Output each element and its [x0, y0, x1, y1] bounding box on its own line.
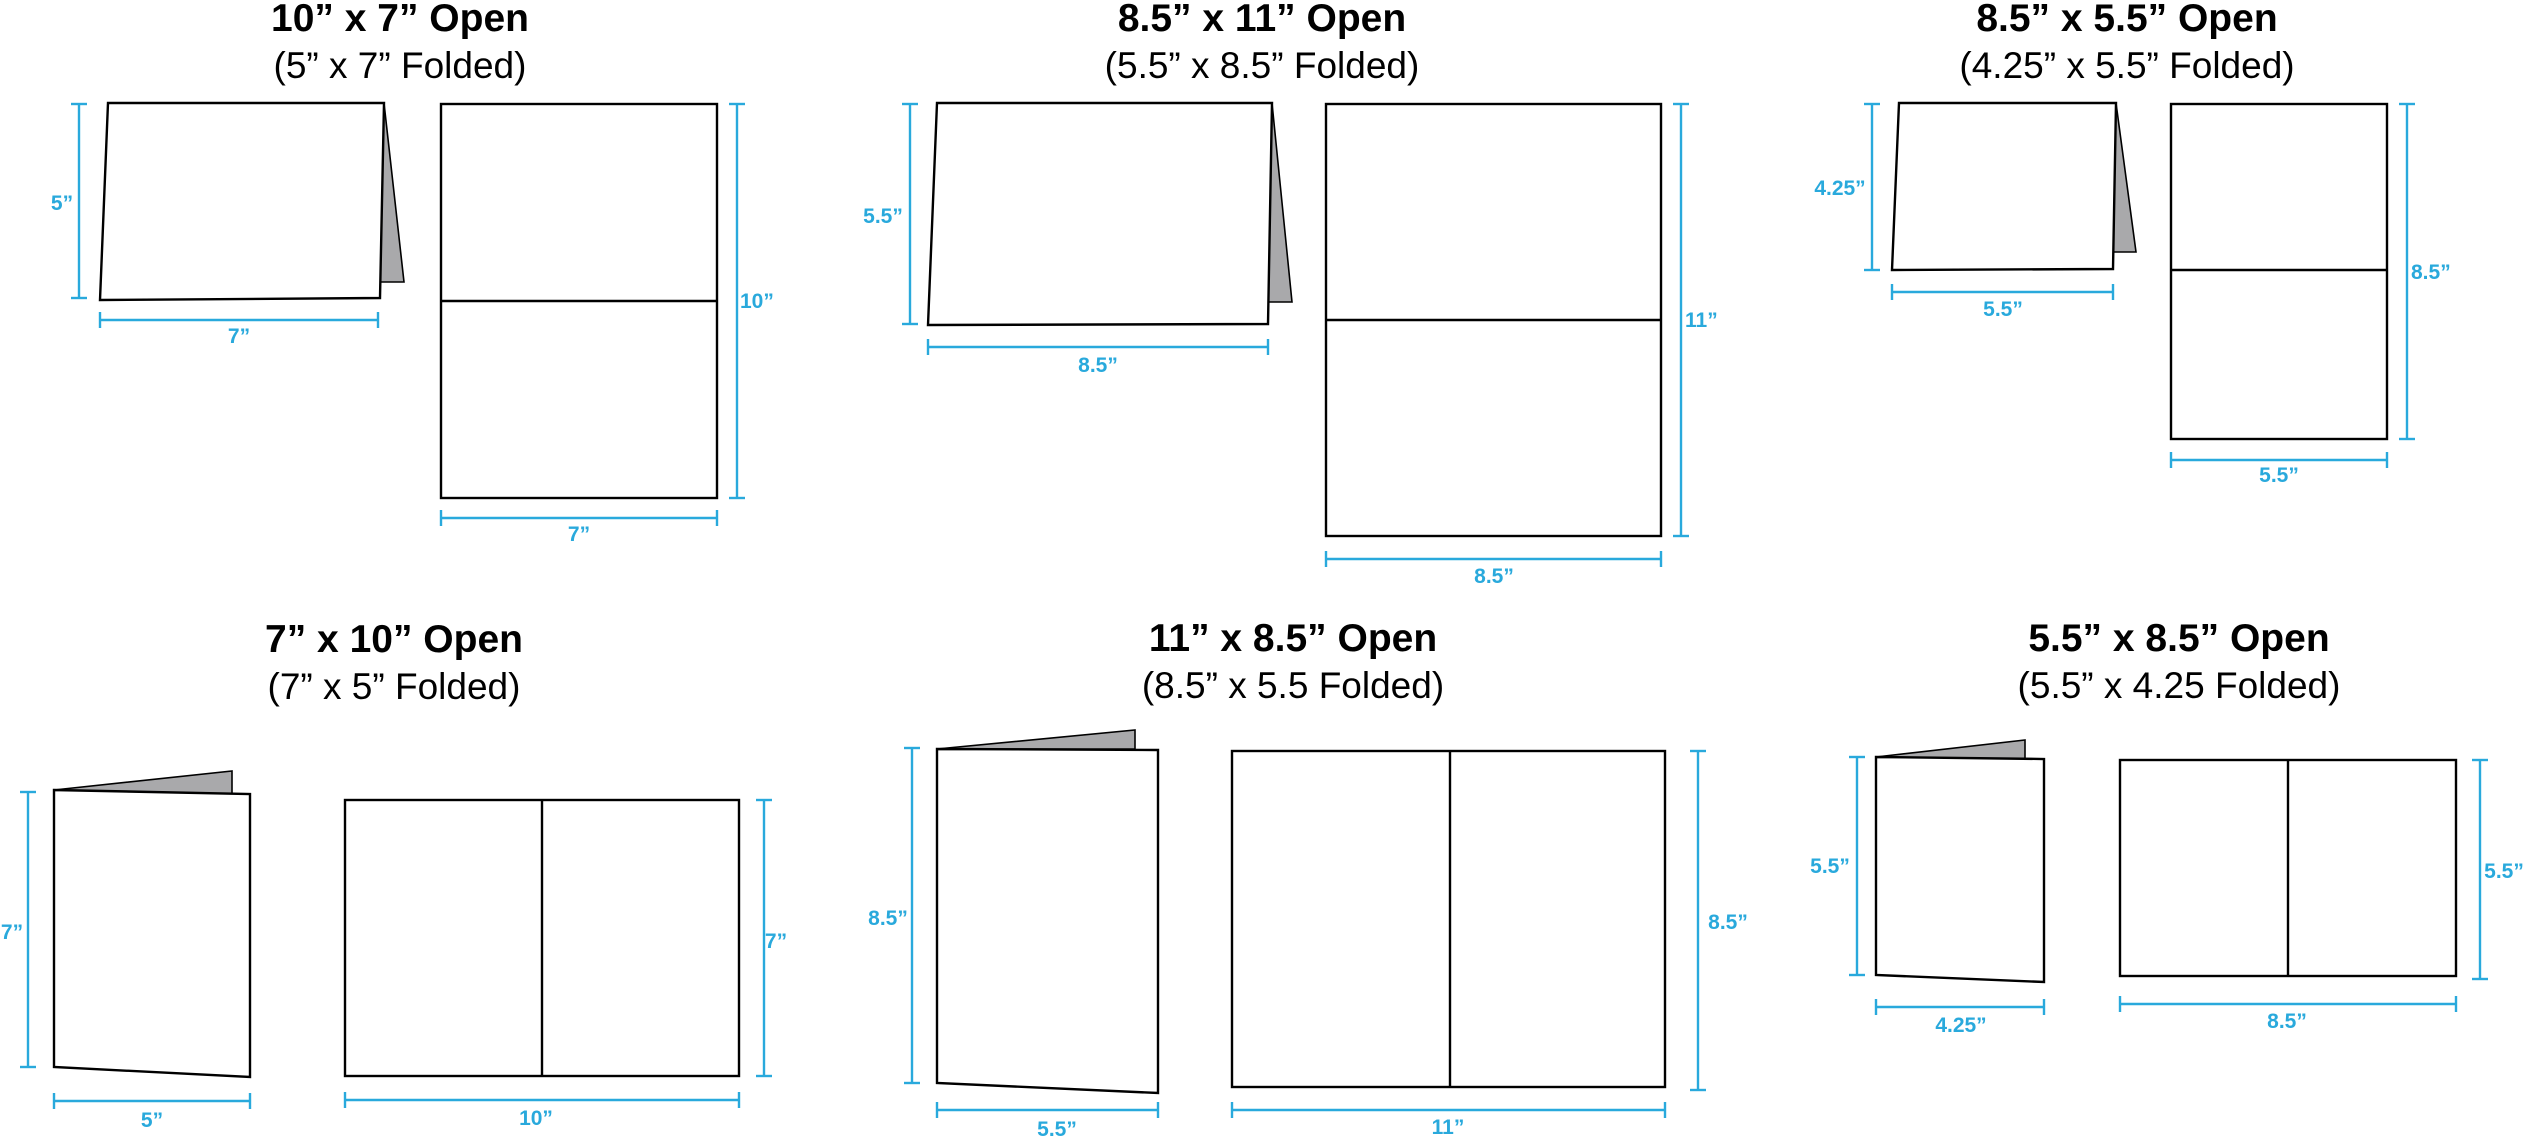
open-card: [439, 102, 719, 500]
height-dimension: 7”: [756, 798, 787, 1078]
width-dimension: 5.5”: [2169, 452, 2389, 487]
dimension-label: 8.5”: [1474, 565, 1514, 588]
open-sheet: [1230, 749, 1667, 1089]
dimension-label: 8.5”: [868, 907, 908, 930]
height-dimension: 7”: [1, 790, 36, 1069]
dimension-label: 7”: [765, 930, 787, 953]
panel-subtitle: (4.25” x 5.5” Folded): [1959, 45, 2294, 86]
front-cover: [52, 788, 252, 1079]
dimension-label: 7”: [568, 523, 590, 546]
open-card: [1324, 102, 1663, 538]
folded-card: [98, 101, 405, 302]
height-dimension: 5.5”: [1810, 755, 1865, 977]
dimension-label: 5.5”: [1983, 298, 2023, 321]
open-card: [2118, 758, 2458, 978]
panel-7x10: 7” x 10” Open (7” x 5” Folded) 7” 5” 7”: [1, 618, 787, 1132]
panel-subtitle: (5” x 7” Folded): [274, 45, 527, 86]
width-dimension: 5.5”: [935, 1102, 1160, 1137]
folded-card: [935, 729, 1160, 1095]
panel-subtitle: (5.5” x 4.25 Folded): [2018, 665, 2341, 706]
panel-10x7: 10” x 7” Open (5” x 7” Folded) 5” 7” 10”: [51, 0, 774, 546]
panel-8-5x11: 8.5” x 11” Open (5.5” x 8.5” Folded) 5.5…: [863, 0, 1718, 588]
width-dimension: 8.5”: [2118, 996, 2458, 1033]
width-dimension: 4.25”: [1874, 999, 2046, 1037]
open-sheet: [2169, 102, 2389, 441]
width-dimension: 8.5”: [926, 339, 1270, 377]
dimension-label: 8.5”: [2267, 1010, 2307, 1033]
panel-title: 5.5” x 8.5” Open: [2028, 617, 2329, 660]
panel-11x8-5: 11” x 8.5” Open (8.5” x 5.5 Folded) 8.5”…: [868, 617, 1748, 1137]
width-dimension: 5.5”: [1890, 284, 2115, 321]
panel-title: 8.5” x 5.5” Open: [1976, 0, 2277, 40]
dimension-label: 5”: [51, 192, 73, 215]
dimension-label: 5.5”: [2484, 860, 2524, 883]
dimension-label: 11”: [1432, 1116, 1465, 1137]
panel-subtitle: (7” x 5” Folded): [268, 666, 521, 707]
width-dimension: 7”: [439, 510, 719, 546]
front-cover: [935, 747, 1160, 1095]
open-card: [1230, 749, 1667, 1089]
height-dimension: 11”: [1673, 102, 1718, 538]
height-dimension: 5.5”: [863, 102, 918, 326]
folded-card: [926, 101, 1293, 327]
dimension-label: 7”: [1, 921, 23, 944]
back-flap: [936, 729, 1136, 750]
dimension-label: 5.5”: [1037, 1118, 1077, 1137]
dimension-label: 11”: [1685, 309, 1718, 332]
panel-title: 11” x 8.5” Open: [1149, 617, 1437, 660]
height-dimension: 8.5”: [1690, 749, 1748, 1092]
width-dimension: 7”: [98, 312, 380, 348]
width-dimension: 5”: [52, 1093, 252, 1132]
open-card: [2169, 102, 2389, 441]
height-dimension: 8.5”: [868, 746, 920, 1085]
panel-title: 8.5” x 11” Open: [1118, 0, 1406, 40]
height-dimension: 5”: [51, 102, 87, 300]
dimension-label: 10”: [740, 290, 774, 313]
dimension-label: 5.5”: [863, 205, 903, 228]
dimension-label: 7”: [228, 325, 250, 348]
height-dimension: 8.5”: [2399, 102, 2451, 441]
panel-subtitle: (8.5” x 5.5 Folded): [1142, 665, 1444, 706]
folded-card: [52, 770, 252, 1079]
panel-subtitle: (5.5” x 8.5” Folded): [1105, 45, 1420, 86]
dimension-label: 5.5”: [2259, 464, 2299, 487]
panel-5-5x8-5: 5.5” x 8.5” Open (5.5” x 4.25 Folded) 5.…: [1810, 617, 2524, 1037]
open-card: [343, 798, 741, 1078]
front-cover: [1890, 101, 2118, 272]
front-cover: [1874, 755, 2046, 984]
width-dimension: 8.5”: [1324, 551, 1663, 588]
height-dimension: 10”: [729, 102, 774, 500]
folded-card: [1890, 101, 2137, 272]
width-dimension: 10”: [343, 1092, 741, 1130]
panel-8-5x5-5: 8.5” x 5.5” Open (4.25” x 5.5” Folded) 4…: [1814, 0, 2450, 487]
dimension-label: 10”: [519, 1107, 553, 1130]
dimension-label: 8.5”: [2411, 261, 2451, 284]
height-dimension: 5.5”: [2472, 758, 2524, 981]
folded-card: [1874, 739, 2046, 984]
panel-title: 10” x 7” Open: [271, 0, 529, 40]
dimension-label: 8.5”: [1708, 911, 1748, 934]
dimension-label: 4.25”: [1814, 177, 1865, 200]
front-cover: [926, 101, 1274, 327]
height-dimension: 4.25”: [1814, 102, 1880, 272]
dimension-label: 8.5”: [1078, 354, 1118, 377]
dimension-label: 4.25”: [1935, 1014, 1986, 1037]
width-dimension: 11”: [1230, 1102, 1667, 1137]
dimension-label: 5”: [141, 1109, 163, 1132]
dimension-label: 5.5”: [1810, 855, 1850, 878]
front-cover: [98, 101, 386, 302]
panel-title: 7” x 10” Open: [265, 618, 523, 661]
